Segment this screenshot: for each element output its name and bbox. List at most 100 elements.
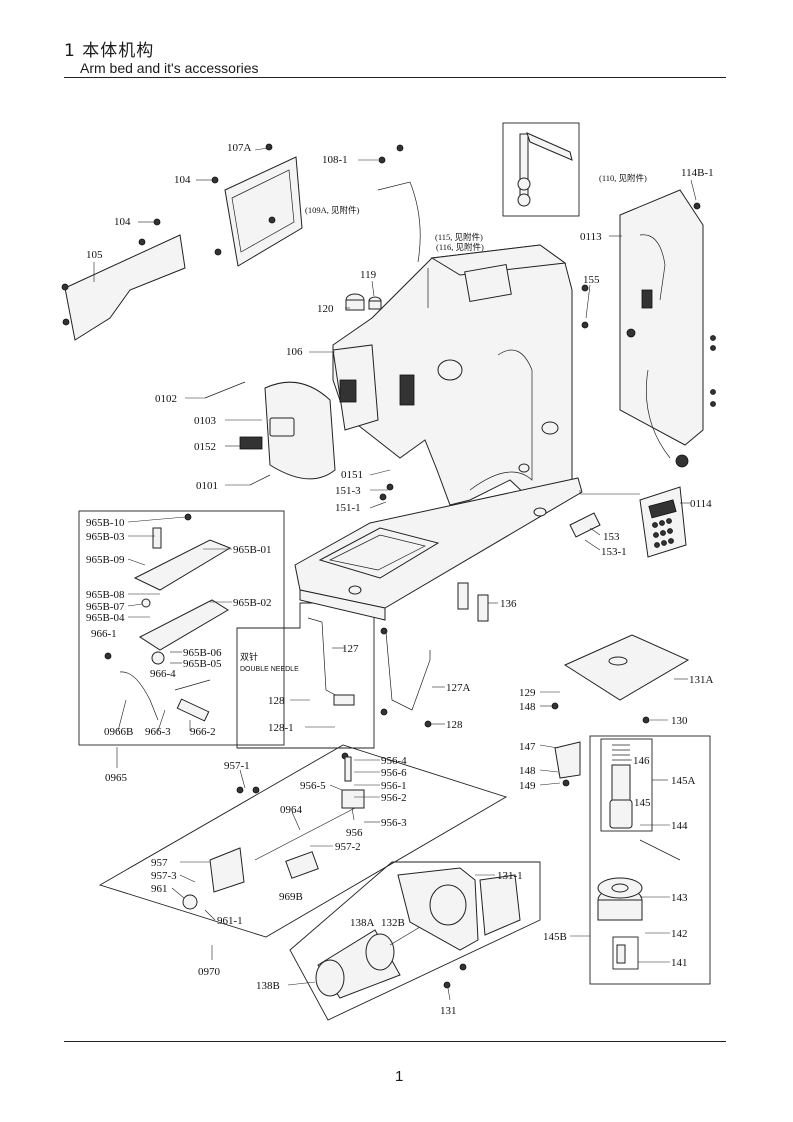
label-142: 142 (671, 928, 688, 940)
leader-lines (93, 147, 697, 1001)
label-956-2: 956-2 (381, 792, 407, 804)
label-155: 155 (583, 274, 600, 286)
label-0114: 0114 (690, 498, 712, 510)
page-number: 1 (395, 1068, 404, 1085)
label-148-upper: 148 (519, 701, 536, 713)
label-966-1: 966-1 (91, 628, 117, 640)
label-961: 961 (151, 883, 168, 895)
label-131-1: 131-1 (497, 870, 523, 882)
label-128-1: 128-1 (268, 722, 294, 734)
label-141: 141 (671, 957, 688, 969)
label-120: 120 (317, 303, 334, 315)
group-box-110 (502, 122, 580, 217)
label-966-3: 966-3 (145, 726, 171, 738)
label-0964: 0964 (280, 804, 303, 816)
part-labels: 107A 104 104 105 108-1 119 120 106 155 0… (86, 142, 714, 1017)
label-0101: 0101 (196, 480, 218, 492)
label-0152: 0152 (194, 441, 216, 453)
note-110: (110, 见附件) (599, 173, 647, 183)
label-128: 128 (446, 719, 463, 731)
label-151-3: 151-3 (335, 485, 361, 497)
label-128-double: 128 (268, 695, 285, 707)
label-965B-09: 965B-09 (86, 554, 125, 566)
label-0151: 0151 (341, 469, 363, 481)
label-127: 127 (342, 643, 359, 655)
label-148-lower: 148 (519, 765, 536, 777)
knee-lifter-0965-parts (119, 527, 232, 722)
small-hardware (61, 132, 716, 989)
group-box-141 (612, 936, 639, 970)
label-966-2: 966-2 (190, 726, 216, 738)
label-965B-06: 965B-06 (183, 647, 222, 659)
shaft-group-0970 (182, 756, 365, 910)
label-130: 130 (671, 715, 688, 727)
double-needle-label-cn: 双针 (240, 651, 258, 663)
label-131: 131 (440, 1005, 457, 1017)
label-138B: 138B (256, 980, 280, 992)
note-109A: (109A, 见附件) (305, 205, 359, 215)
label-957-1: 957-1 (224, 760, 250, 772)
label-114B-1: 114B-1 (681, 167, 714, 179)
label-0970: 0970 (198, 966, 221, 978)
label-145: 145 (634, 797, 651, 809)
label-108-1: 108-1 (322, 154, 348, 166)
label-956-6: 956-6 (381, 767, 407, 779)
label-965B-03: 965B-03 (86, 531, 125, 543)
group-box-145A (600, 738, 653, 832)
double-needle-label-en: DOUBLE NEEDLE (240, 666, 299, 673)
label-0103: 0103 (194, 415, 217, 427)
label-957-2: 957-2 (335, 841, 361, 853)
footer-rule (64, 1041, 726, 1042)
header-rule (64, 77, 726, 78)
label-104-top: 104 (174, 174, 191, 186)
label-106: 106 (286, 346, 303, 358)
group-box-double-needle (236, 602, 375, 749)
page-title-chinese: 1 本体机构 (64, 41, 155, 61)
assembly-145B (554, 741, 681, 964)
label-966-4: 966-4 (150, 668, 176, 680)
label-965B-04: 965B-04 (86, 612, 125, 624)
label-0102: 0102 (155, 393, 177, 405)
label-0113: 0113 (580, 231, 602, 243)
label-956-5: 956-5 (300, 780, 326, 792)
label-104-lower: 104 (114, 216, 131, 228)
sewing-machine-arm-body (332, 244, 573, 506)
label-107A: 107A (227, 142, 252, 154)
label-956-3: 956-3 (381, 817, 407, 829)
motor-138B (315, 867, 521, 999)
label-0966B: 0966B (104, 726, 133, 738)
label-965B-08: 965B-08 (86, 589, 125, 601)
side-cover-0113 (619, 189, 704, 468)
label-147: 147 (519, 741, 536, 753)
note-116: (116, 见附件) (436, 242, 484, 252)
label-127A: 127A (446, 682, 471, 694)
label-136: 136 (500, 598, 517, 610)
label-129: 129 (519, 687, 536, 699)
label-119: 119 (360, 269, 377, 281)
label-132B: 132B (381, 917, 405, 929)
label-956-1: 956-1 (381, 780, 407, 792)
label-969B: 969B (279, 891, 303, 903)
label-145A: 145A (671, 775, 696, 787)
label-151-1: 151-1 (335, 502, 361, 514)
plate-105 (64, 234, 186, 341)
label-138A: 138A (350, 917, 375, 929)
label-957-3: 957-3 (151, 870, 177, 882)
group-box-0970 (98, 744, 508, 938)
face-cover-0103 (239, 381, 336, 480)
label-965B-02: 965B-02 (233, 597, 272, 609)
label-131A: 131A (689, 674, 714, 686)
control-panel-0114 (639, 486, 687, 558)
label-144: 144 (671, 820, 688, 832)
plate-131A (563, 634, 690, 701)
label-143: 143 (671, 892, 688, 904)
sewing-machine-bed (294, 477, 583, 621)
label-961-1: 961-1 (217, 915, 243, 927)
double-needle-parts-127 (307, 617, 431, 711)
label-146: 146 (633, 755, 650, 767)
note-115: (115, 见附件) (435, 232, 483, 242)
label-105: 105 (86, 249, 103, 261)
label-965B-01: 965B-01 (233, 544, 272, 556)
label-956: 956 (346, 827, 363, 839)
